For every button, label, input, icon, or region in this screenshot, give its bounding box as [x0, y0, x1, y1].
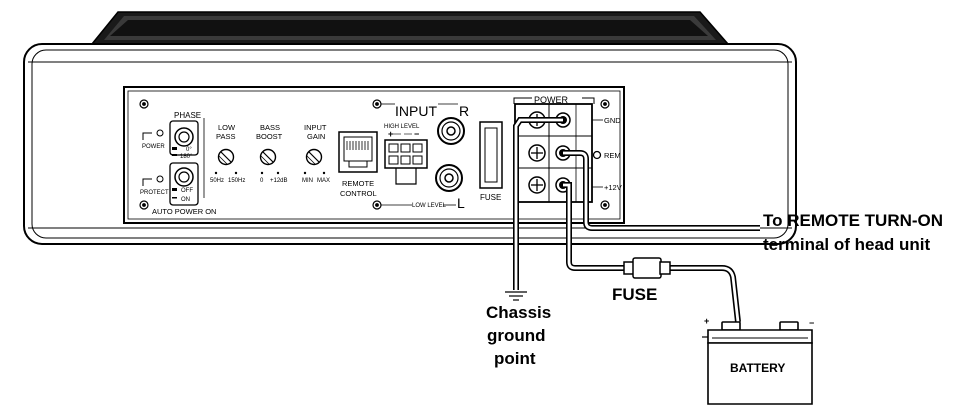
rem-label: REM: [604, 151, 621, 160]
low-pass-title-2: PASS: [216, 132, 235, 141]
low-level-label: LOW LEVEL: [412, 203, 447, 209]
low-pass-min: 50Hz: [210, 178, 224, 184]
panel-fuse-holder: FUSE: [479, 121, 503, 202]
input-gain-min: MIN: [302, 178, 313, 184]
phase-switch[interactable]: PHASE 0° 180°: [169, 111, 201, 160]
power-led-label: POWER: [142, 144, 165, 150]
bass-boost-title-1: BASS: [260, 123, 280, 132]
power-led: POWER: [142, 129, 165, 150]
chassis-callout-line2: ground: [487, 326, 546, 345]
remote-control-label-1: REMOTE: [342, 179, 374, 188]
housing-outer: [23, 43, 797, 245]
bass-boost-title-2: BOOST: [256, 132, 283, 141]
battery-plus-label: +: [704, 316, 709, 326]
battery-minus-label: −: [809, 318, 814, 328]
end-panel: [123, 86, 625, 224]
bass-boost-max: +12dB: [270, 178, 288, 184]
input-title: INPUT: [395, 103, 437, 119]
auto-power-title: AUTO POWER ON: [152, 207, 216, 216]
remote-callout-line1: To REMOTE TURN-ON: [763, 211, 943, 230]
high-level-label: HIGH LEVEL: [384, 124, 420, 130]
phase-0-label: 0°: [186, 147, 192, 153]
bass-boost-min: 0: [260, 178, 264, 184]
input-left-label: L: [457, 195, 465, 211]
inline-fuse-icon: [623, 257, 671, 279]
chassis-callout-line3: point: [494, 349, 536, 368]
low-pass-knob[interactable]: LOW PASS 50Hz 150Hz: [210, 123, 245, 184]
low-pass-title-1: LOW: [218, 123, 236, 132]
high-level-minus: −: [414, 129, 419, 139]
fuse-callout: FUSE: [612, 285, 657, 304]
remote-control-jack[interactable]: REMOTE CONTROL: [338, 131, 378, 198]
ground-symbol-icon: [505, 291, 527, 301]
protect-led-label: PROTECT: [140, 190, 169, 196]
battery-label: BATTERY: [730, 361, 785, 375]
rca-left-input[interactable]: [435, 164, 463, 192]
ground-wire: [513, 117, 563, 290]
input-bottom-labels: LOW LEVEL L: [381, 195, 465, 211]
protect-led: PROTECT: [140, 175, 169, 196]
power-terminal-block: POWER: [513, 95, 595, 203]
remote-control-label-2: CONTROL: [340, 189, 377, 198]
input-gain-knob[interactable]: INPUT GAIN MIN MAX: [302, 123, 330, 184]
chassis-callout-line1: Chassis: [486, 303, 551, 322]
auto-power-on-label: ON: [181, 197, 190, 203]
input-gain-title-2: GAIN: [307, 132, 325, 141]
heatsink-grille: [90, 11, 730, 45]
input-gain-max: MAX: [317, 178, 330, 184]
gnd-label: GND: [604, 116, 621, 125]
auto-power-switch[interactable]: OFF ON AUTO POWER ON: [152, 162, 216, 216]
bass-boost-knob[interactable]: BASS BOOST 0 +12dB: [256, 123, 288, 184]
high-level-connector[interactable]: [384, 139, 428, 185]
terminal-12v[interactable]: +12V: [528, 176, 622, 194]
phase-0-mark: [172, 147, 177, 150]
amplifier-body: [23, 11, 797, 245]
v12-label: +12V: [604, 183, 622, 192]
phase-180-label: 180°: [180, 154, 193, 160]
input-right-label: R: [459, 103, 469, 119]
housing-inner: [31, 49, 789, 239]
high-level-plus: +: [388, 129, 393, 139]
panel-screws: [139, 99, 610, 210]
auto-power-off-label: OFF: [181, 188, 193, 194]
remote-callout-line2: terminal of head unit: [763, 235, 931, 254]
power-title: POWER: [534, 95, 569, 105]
power-wire: [563, 182, 741, 323]
battery-icon: [702, 321, 813, 405]
input-section: INPUT R HIGH LEVEL + −: [381, 103, 469, 139]
remote-wire: [563, 150, 760, 231]
input-gain-title-1: INPUT: [304, 123, 327, 132]
rca-right-input[interactable]: [437, 117, 465, 145]
panel-fuse-label: FUSE: [480, 193, 501, 202]
phase-title: PHASE: [174, 111, 201, 120]
low-pass-max: 150Hz: [228, 178, 245, 184]
